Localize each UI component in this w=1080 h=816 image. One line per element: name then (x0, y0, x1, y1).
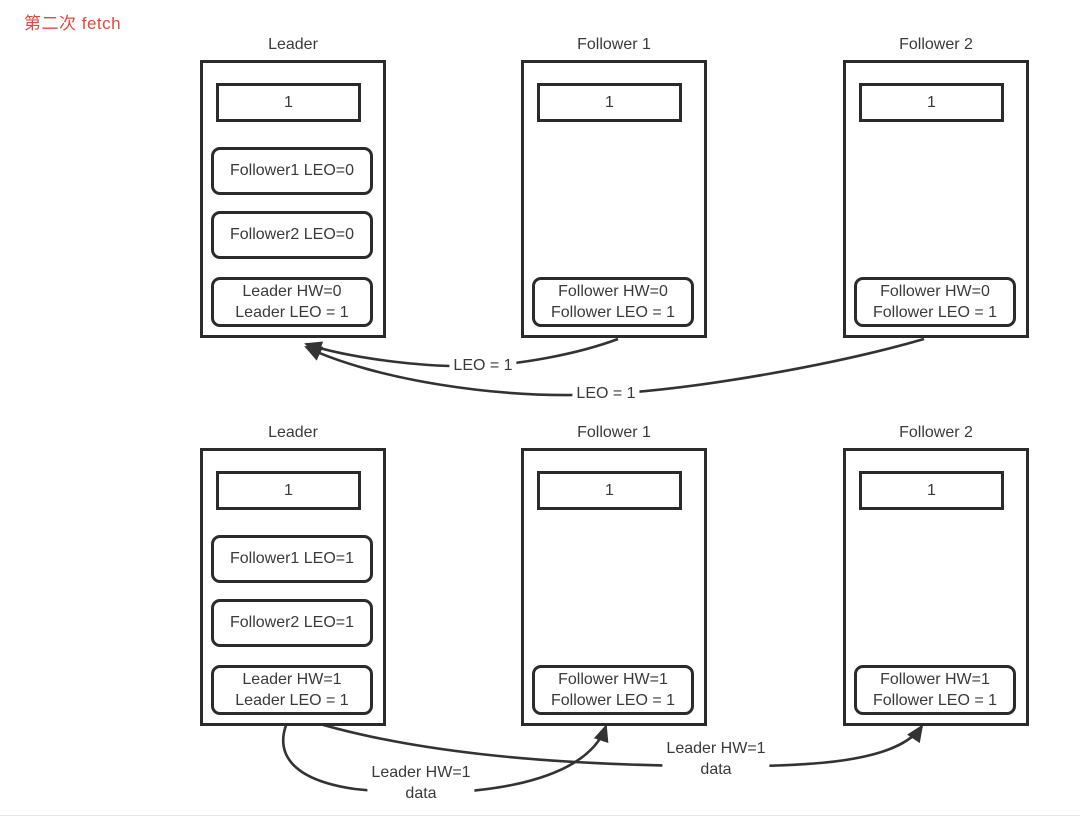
log-segment: 1 (859, 83, 1004, 122)
status-line: Follower LEO = 1 (550, 692, 676, 709)
node-title: Follower 2 (899, 424, 973, 441)
follower2-box: 1 Follower HW=1 Follower LEO = 1 (843, 448, 1029, 726)
node-follower1-row2: Follower 1 1 Follower HW=1 Follower LEO … (521, 424, 707, 726)
log-segment: 1 (216, 471, 361, 510)
node-follower2-row2: Follower 2 1 Follower HW=1 Follower LEO … (843, 424, 1029, 726)
status-line: Leader LEO = 1 (235, 692, 349, 709)
arrow-leader-to-follower2 (293, 714, 924, 768)
status-line: Leader HW=0 (242, 283, 342, 300)
status-line: Follower LEO = 1 (872, 304, 998, 321)
node-title: Leader (268, 424, 318, 441)
replica-state-follower2: Follower2 LEO=0 (211, 211, 373, 259)
node-follower2-row1: Follower 2 1 Follower HW=0 Follower LEO … (843, 36, 1029, 338)
node-follower1-row1: Follower 1 1 Follower HW=0 Follower LEO … (521, 36, 707, 338)
follower-status: Follower HW=0 Follower LEO = 1 (854, 277, 1016, 327)
arrow-label-line: Leader HW=1 (371, 764, 471, 781)
follower-status: Follower HW=1 Follower LEO = 1 (854, 665, 1016, 715)
arrow-label-line: data (700, 761, 732, 778)
log-segment: 1 (537, 471, 682, 510)
follower2-box: 1 Follower HW=0 Follower LEO = 1 (843, 60, 1029, 338)
arrow-label-hw-follower1: Leader HW=1 data (367, 761, 475, 805)
leader-status: Leader HW=0 Leader LEO = 1 (211, 277, 373, 327)
leader-box: 1 Follower1 LEO=0 Follower2 LEO=0 Leader… (200, 60, 386, 338)
node-leader-row2: Leader 1 Follower1 LEO=1 Follower2 LEO=1… (200, 424, 386, 726)
replica-state-follower1: Follower1 LEO=0 (211, 147, 373, 195)
status-line: Follower HW=0 (880, 283, 990, 300)
arrow-label-line: Leader HW=1 (666, 740, 766, 757)
node-title: Follower 2 (899, 36, 973, 53)
arrow-label-hw-follower2: Leader HW=1 data (662, 737, 770, 781)
node-leader-row1: Leader 1 Follower1 LEO=0 Follower2 LEO=0… (200, 36, 386, 338)
status-line: Leader LEO = 1 (235, 304, 349, 321)
status-line: Follower LEO = 1 (872, 692, 998, 709)
follower1-box: 1 Follower HW=0 Follower LEO = 1 (521, 60, 707, 338)
status-line: Follower HW=1 (558, 671, 668, 688)
log-segment: 1 (859, 471, 1004, 510)
status-line: Follower LEO = 1 (550, 304, 676, 321)
arrow-label-leo-follower1: LEO = 1 (449, 356, 517, 376)
leader-box: 1 Follower1 LEO=1 Follower2 LEO=1 Leader… (200, 448, 386, 726)
node-title: Follower 1 (577, 424, 651, 441)
follower1-box: 1 Follower HW=1 Follower LEO = 1 (521, 448, 707, 726)
replica-state-follower2: Follower2 LEO=1 (211, 599, 373, 647)
follower-status: Follower HW=0 Follower LEO = 1 (532, 277, 694, 327)
page-title: 第二次 fetch (24, 14, 122, 33)
replica-state-follower1: Follower1 LEO=1 (211, 535, 373, 583)
node-title: Follower 1 (577, 36, 651, 53)
log-segment: 1 (537, 83, 682, 122)
leader-status: Leader HW=1 Leader LEO = 1 (211, 665, 373, 715)
node-title: Leader (268, 36, 318, 53)
arrow-label-leo-follower2: LEO = 1 (572, 384, 640, 404)
status-line: Follower HW=1 (880, 671, 990, 688)
log-segment: 1 (216, 83, 361, 122)
arrow-label-line: data (405, 785, 437, 802)
follower-status: Follower HW=1 Follower LEO = 1 (532, 665, 694, 715)
status-line: Follower HW=0 (558, 283, 668, 300)
status-line: Leader HW=1 (242, 671, 342, 688)
